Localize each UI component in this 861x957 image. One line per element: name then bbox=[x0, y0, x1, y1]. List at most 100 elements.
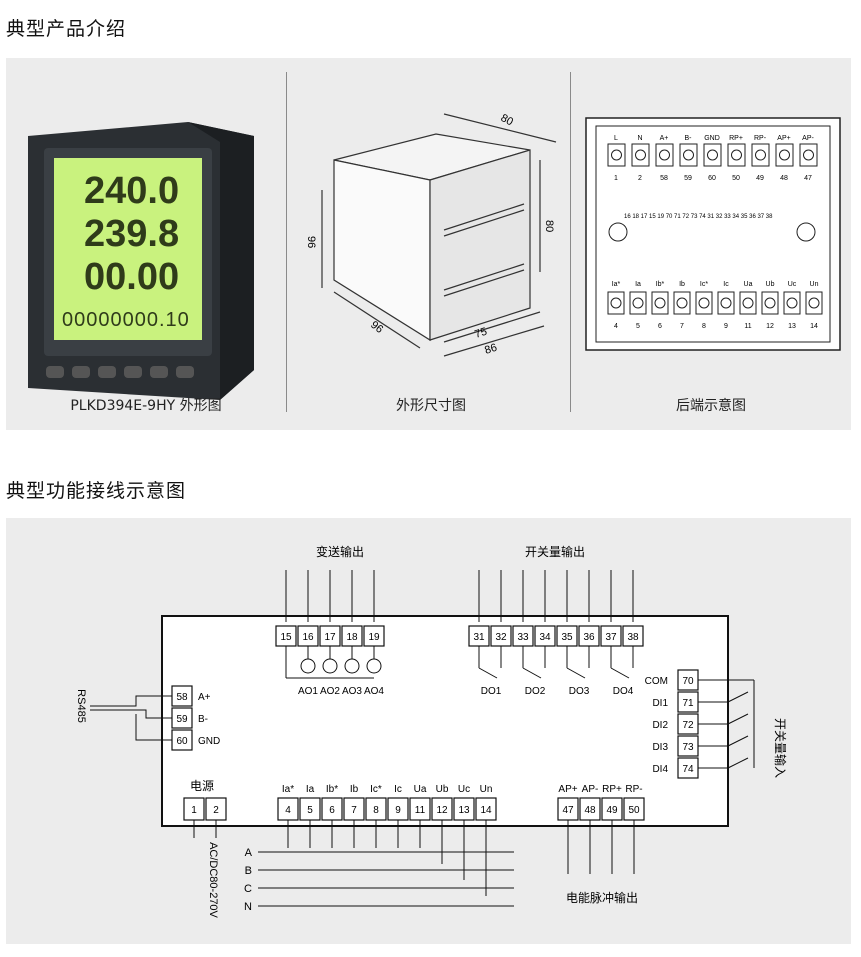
lcd-row-2: 239.8 bbox=[84, 213, 179, 255]
rear-top-number: 58 bbox=[660, 175, 668, 182]
ao-label: AO2 bbox=[320, 686, 340, 697]
rear-bottom-screw bbox=[698, 297, 710, 309]
rear-top-label: A+ bbox=[660, 135, 669, 142]
comm-label: A+ bbox=[198, 692, 211, 703]
ao-label: AO3 bbox=[342, 686, 362, 697]
rear-bottom-number: 4 bbox=[614, 323, 618, 330]
divider-1 bbox=[286, 72, 287, 412]
meter-key-6 bbox=[176, 366, 194, 378]
rear-top-number: 49 bbox=[756, 175, 764, 182]
switch-in-title: 开关量输入 bbox=[773, 718, 788, 778]
dim-height-right: 80 bbox=[543, 220, 555, 232]
do-terminal: 32 bbox=[495, 632, 507, 643]
lcd-screen bbox=[54, 158, 202, 340]
rear-top-screw bbox=[731, 149, 742, 161]
lcd-row-1: 240.0 bbox=[84, 170, 179, 212]
rear-bottom-number: 8 bbox=[702, 323, 706, 330]
rear-top-label: B- bbox=[685, 135, 693, 142]
lcd-small-row: 00000000.10 bbox=[62, 309, 190, 331]
rear-bottom-screw bbox=[786, 297, 798, 309]
do-terminal: 31 bbox=[473, 632, 485, 643]
meas-terminal: 8 bbox=[373, 805, 379, 816]
rear-bottom-label: Un bbox=[810, 281, 819, 288]
product-intro-panel: 240.0 239.8 00.00 00000000.10 PLKD394E-9… bbox=[6, 58, 851, 430]
dim-height-left: 96 bbox=[305, 236, 317, 248]
phase-label: A bbox=[245, 847, 253, 859]
meas-label: Ic bbox=[394, 784, 402, 795]
meas-label: Ib bbox=[350, 784, 359, 795]
rear-bottom-screw bbox=[676, 297, 688, 309]
rear-top-terminal bbox=[607, 143, 626, 167]
rear-top-number: 48 bbox=[780, 175, 788, 182]
do-label: DO2 bbox=[525, 686, 546, 697]
meas-terminal: 14 bbox=[480, 805, 492, 816]
meas-terminal: 4 bbox=[285, 805, 291, 816]
do-terminal: 37 bbox=[605, 632, 617, 643]
analog-terminal: 15 bbox=[280, 632, 292, 643]
comm-label: B- bbox=[198, 714, 208, 725]
do-terminal: 38 bbox=[627, 632, 639, 643]
di-switch bbox=[727, 757, 749, 769]
meas-terminal: 6 bbox=[329, 805, 335, 816]
rear-top-screw bbox=[755, 149, 766, 161]
section2-title: 典型功能接线示意图 bbox=[6, 480, 187, 502]
rear-bottom-screw bbox=[764, 297, 776, 309]
meas-label: Ia bbox=[306, 784, 315, 795]
di-terminal: 74 bbox=[682, 764, 694, 775]
rear-bottom-terminal bbox=[695, 291, 713, 315]
meter-outline bbox=[161, 615, 729, 827]
rear-bottom-label: Uc bbox=[788, 281, 797, 288]
rear-bottom-terminal bbox=[673, 291, 691, 315]
meas-label: Ic* bbox=[370, 784, 382, 795]
rear-bottom-number: 6 bbox=[658, 323, 662, 330]
di-switch bbox=[727, 713, 749, 725]
rear-top-terminal bbox=[703, 143, 722, 167]
pulse-terminal: 48 bbox=[584, 805, 596, 816]
rear-top-terminal bbox=[679, 143, 698, 167]
meas-label: Ib* bbox=[326, 784, 338, 795]
rear-top-terminal bbox=[727, 143, 746, 167]
wiring-diagram: 变送输出 开关量输出 开关量输入 电源 电能脉冲输出 RS485 AC/DC80… bbox=[75, 544, 788, 919]
rear-top-screw bbox=[683, 149, 694, 161]
analog-terminal: 17 bbox=[324, 632, 336, 643]
pulse-label: AP- bbox=[582, 784, 599, 795]
rear-top-screw bbox=[659, 149, 670, 161]
dim-front-width: 96 bbox=[368, 319, 385, 336]
ao-label: AO4 bbox=[364, 686, 384, 697]
rs485-cable bbox=[90, 695, 172, 741]
meter-key-1 bbox=[46, 366, 64, 378]
meter-key-3 bbox=[98, 366, 116, 378]
power-terminal: 1 bbox=[191, 805, 197, 816]
rear-top-terminal bbox=[799, 143, 818, 167]
pulse-terminal: 50 bbox=[628, 805, 640, 816]
ao-source-icon bbox=[300, 658, 316, 674]
caption-dimensions: 外形尺寸图 bbox=[396, 398, 466, 414]
do-terminal: 36 bbox=[583, 632, 595, 643]
di-label: DI3 bbox=[652, 742, 668, 753]
rear-bottom-terminal bbox=[805, 291, 823, 315]
rear-bottom-number: 12 bbox=[766, 323, 774, 330]
do-label: DO4 bbox=[613, 686, 634, 697]
pulse-label: RP- bbox=[625, 784, 642, 795]
rear-top-label: N bbox=[637, 135, 642, 142]
rear-bottom-screw bbox=[654, 297, 666, 309]
di-label: DI1 bbox=[652, 698, 668, 709]
do-terminal: 34 bbox=[539, 632, 551, 643]
meter-key-2 bbox=[72, 366, 90, 378]
rear-top-label: AP+ bbox=[777, 135, 790, 142]
rear-bottom-number: 9 bbox=[724, 323, 728, 330]
meter-key-5 bbox=[150, 366, 168, 378]
comm-terminal: 58 bbox=[176, 692, 188, 703]
rear-top-number: 1 bbox=[614, 175, 618, 182]
meas-label: Ua bbox=[414, 784, 427, 795]
di-terminal: 73 bbox=[682, 742, 694, 753]
rear-bottom-label: Ub bbox=[766, 281, 775, 288]
rs485-label: RS485 bbox=[75, 689, 87, 723]
rear-bottom-number: 7 bbox=[680, 323, 684, 330]
rear-top-label: L bbox=[614, 135, 618, 142]
do-terminal: 35 bbox=[561, 632, 573, 643]
ao-source-icon bbox=[366, 658, 382, 674]
product-photo: 240.0 239.8 00.00 00000000.10 bbox=[28, 122, 254, 400]
meas-terminal: 7 bbox=[351, 805, 357, 816]
